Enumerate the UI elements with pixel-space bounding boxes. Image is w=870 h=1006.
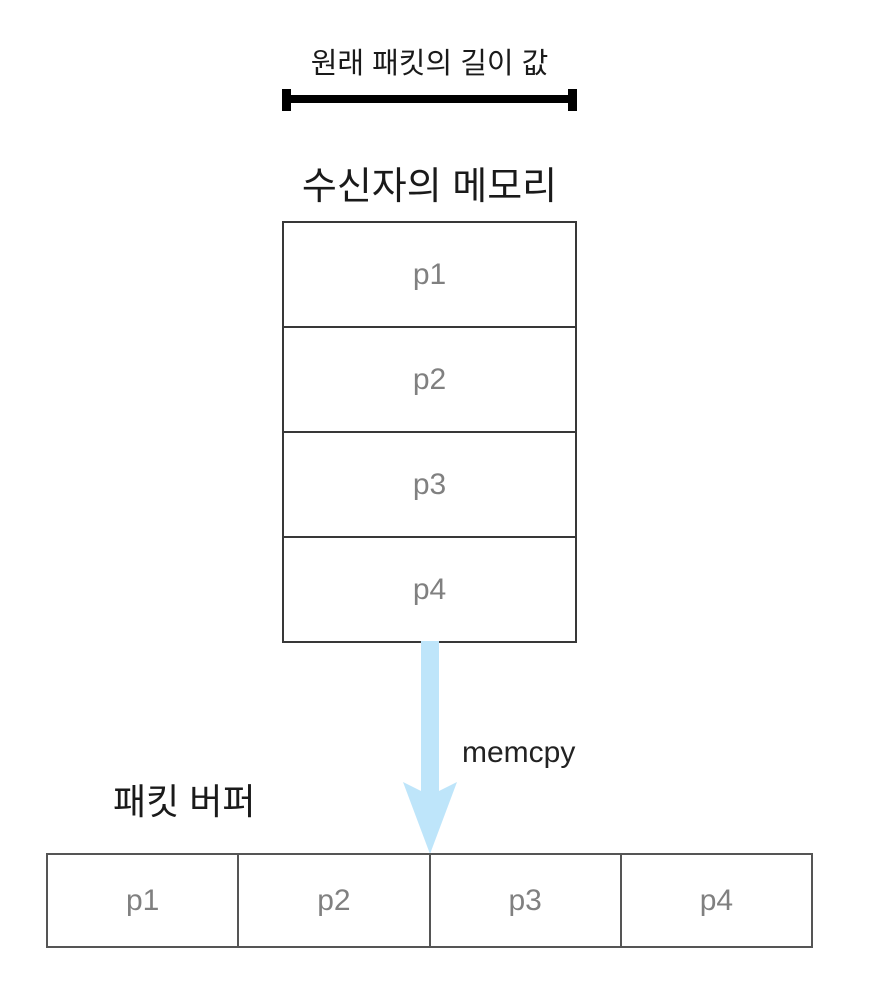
memory-cell-p3: p3 — [282, 431, 577, 538]
packet-buffer-row: p1 p2 p3 p4 — [46, 853, 813, 948]
receiver-memory-stack: p1 p2 p3 p4 — [282, 221, 577, 643]
buffer-cell-p2: p2 — [237, 853, 431, 948]
buffer-cell-p3: p3 — [428, 853, 622, 948]
memory-cell-p2: p2 — [282, 326, 577, 433]
bracket-right-cap — [568, 89, 577, 111]
memory-cell-p1: p1 — [282, 221, 577, 328]
memory-cell-p4: p4 — [282, 536, 577, 643]
bracket-bar — [282, 95, 577, 103]
receiver-memory-title: 수신자의 메모리 — [301, 166, 558, 208]
down-arrow-icon — [403, 641, 457, 854]
buffer-cell-p1: p1 — [46, 853, 240, 948]
buffer-cell-p4: p4 — [619, 853, 813, 948]
packet-buffer-title: 패킷 버퍼 — [113, 781, 256, 822]
memcpy-label: memcpy — [462, 736, 576, 769]
original-packet-length-label: 원래 패킷의 길이 값 — [310, 48, 549, 80]
